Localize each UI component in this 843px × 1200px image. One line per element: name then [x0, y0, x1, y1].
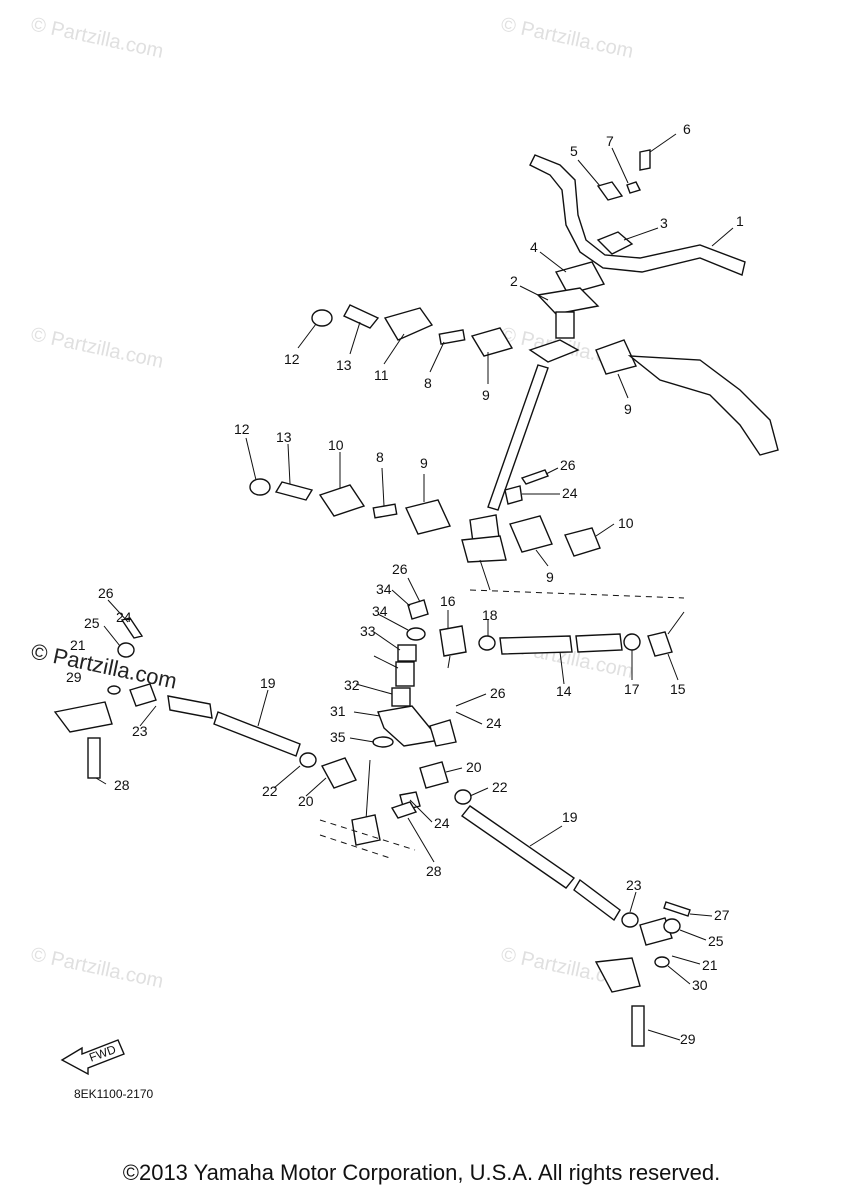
callout-label: 8 [424, 375, 432, 391]
callout-label: 24 [434, 815, 450, 831]
callout-label: 20 [298, 793, 314, 809]
fwd-arrow: FWD [60, 1039, 125, 1076]
callout-label: 4 [530, 239, 538, 255]
callout-label: 24 [116, 609, 132, 625]
callout-label: 12 [234, 421, 250, 437]
callout-label: 9 [482, 387, 490, 403]
callout-label: 28 [114, 777, 130, 793]
callout-label: 12 [284, 351, 300, 367]
right-tie-rod-assembly [390, 761, 691, 1047]
watermark: © Partzilla.com [29, 943, 165, 993]
callout-label: 29 [680, 1031, 696, 1047]
callout-label: 10 [618, 515, 634, 531]
callout-label: 13 [276, 429, 292, 445]
callout-label: 23 [132, 723, 148, 739]
watermark: © Partzilla.com [29, 323, 165, 373]
watermark: © Partzilla.com [499, 13, 635, 63]
callout-label: 25 [708, 933, 724, 949]
callout-label: 22 [492, 779, 508, 795]
callout-label: 21 [702, 957, 718, 973]
upper-bracket-assembly [311, 304, 779, 456]
middle-bracket-assembly [249, 469, 601, 557]
parts-diagram: © Partzilla.com © Partzilla.com © Partzi… [29, 13, 779, 1101]
callout-label: 26 [490, 685, 506, 701]
callout-label: 10 [328, 437, 344, 453]
callout-label: 23 [626, 877, 642, 893]
callout-label: 24 [562, 485, 578, 501]
callout-label: 26 [98, 585, 114, 601]
callout-label: 16 [440, 593, 456, 609]
callout-label: 35 [330, 729, 346, 745]
leader-lines [95, 133, 734, 1041]
left-tie-rod-assembly [53, 617, 357, 789]
callout-label: 33 [360, 623, 376, 639]
callout-label: 25 [84, 615, 100, 631]
callout-label: 28 [426, 863, 442, 879]
callout-label: 26 [392, 561, 408, 577]
callout-label: 3 [660, 215, 668, 231]
callout-label: 8 [376, 449, 384, 465]
callout-label: 11 [374, 367, 389, 383]
handlebar [528, 149, 746, 363]
callout-label: 19 [562, 809, 578, 825]
callout-label: 9 [624, 401, 632, 417]
steering-column [461, 364, 549, 591]
callout-label: 24 [486, 715, 502, 731]
callout-label: 22 [262, 783, 278, 799]
callout-label: 31 [330, 703, 346, 719]
callout-label: 1 [736, 213, 744, 229]
callout-label: 29 [66, 669, 82, 685]
watermark: © Partzilla.com [29, 13, 165, 63]
callout-label: 9 [546, 569, 554, 585]
callout-label: 7 [606, 133, 614, 149]
callout-label: 2 [510, 273, 518, 289]
callout-label: 9 [420, 455, 428, 471]
relay-rod-assembly [439, 589, 685, 669]
callout-label: 15 [670, 681, 686, 697]
callout-label: 27 [714, 907, 730, 923]
callout-label: 14 [556, 683, 572, 699]
pitman-arm-assembly [319, 599, 457, 859]
drawing-code: 8EK1100-2170 [74, 1087, 154, 1101]
callout-label: 21 [70, 637, 86, 653]
callout-label: 20 [466, 759, 482, 775]
callout-label: 6 [683, 121, 691, 137]
callout-label: 32 [344, 677, 360, 693]
copyright-notice: ©2013 Yamaha Motor Corporation, U.S.A. A… [122, 1160, 721, 1185]
watermark: © Partzilla.com [29, 638, 179, 693]
callout-label: 19 [260, 675, 276, 691]
callout-label: 17 [624, 681, 640, 697]
callout-label: 5 [570, 143, 578, 159]
callout-label: 13 [336, 357, 352, 373]
callout-label: 34 [372, 603, 388, 619]
callout-labels: 1 2 3 4 5 6 7 8 8 9 9 9 9 10 10 11 12 12… [66, 121, 744, 1047]
callout-label: 26 [560, 457, 576, 473]
callout-label: 34 [376, 581, 392, 597]
callout-label: 30 [692, 977, 708, 993]
callout-label: 18 [482, 607, 498, 623]
